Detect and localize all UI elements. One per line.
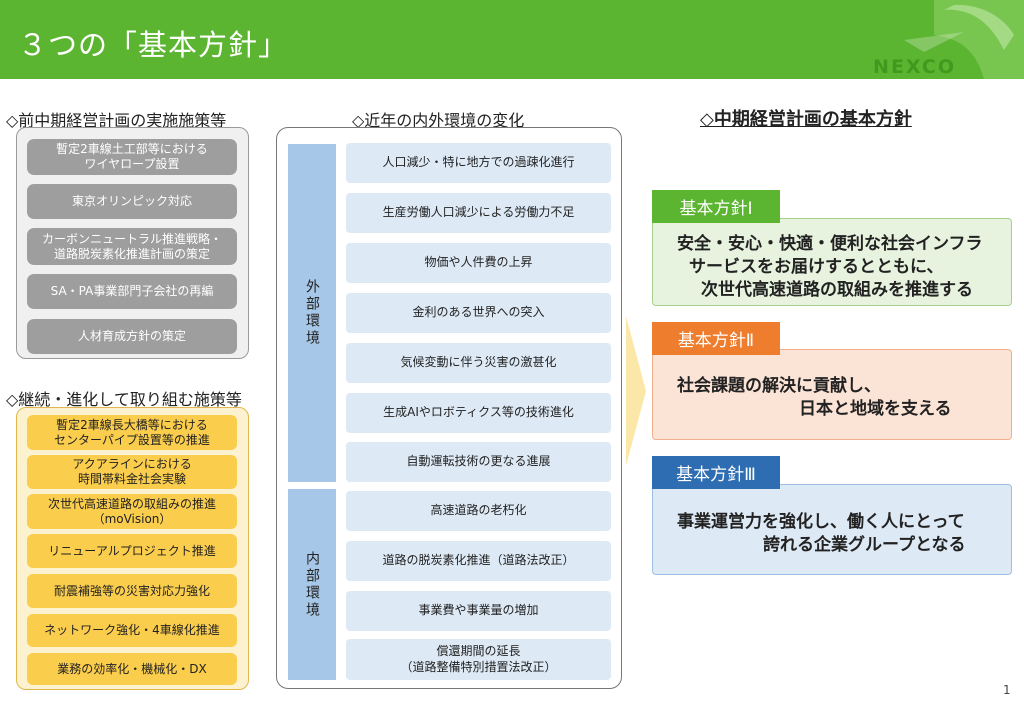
external-environment-bar: 外部環境 xyxy=(288,144,336,482)
policy-1-box: 安全・安心・快適・便利な社会インフラ サービスをお届けするとともに、 次世代高速… xyxy=(652,218,1012,306)
policy-2-box: 社会課題の解決に貢献し、 日本と地域を支える xyxy=(652,349,1012,440)
nexco-logo: NEXCO xyxy=(873,56,956,78)
previous-plan-item: カーボンニュートラル推進戦略・ 道路脱炭素化推進計画の策定 xyxy=(27,228,237,265)
external-environment-label: 外部環境 xyxy=(304,279,320,347)
external-change-item: 自動運転技術の更なる進展 xyxy=(346,442,611,482)
previous-plan-item: SA・PA事業部門子会社の再編 xyxy=(27,274,237,309)
policy-3-box: 事業運営力を強化し、働く人にとって 誇れる企業グループとなる xyxy=(652,484,1012,575)
internal-change-item: 高速道路の老朽化 xyxy=(346,491,611,531)
previous-plan-item: 人材育成方針の策定 xyxy=(27,319,237,354)
policy-3-label: 基本方針Ⅲ xyxy=(652,456,780,489)
header-bar: ３つの「基本方針」 NEXCO xyxy=(0,0,1024,79)
policy-2-text: 社会課題の解決に貢献し、 xyxy=(677,376,881,396)
internal-environment-label: 内部環境 xyxy=(304,550,320,619)
continuing-measure-item: 暫定2車線長大橋等における センターパイプ設置等の推進 xyxy=(27,415,237,450)
continuing-measure-item: 業務の効率化・機械化・DX xyxy=(27,653,237,685)
page-number: 1 xyxy=(1003,683,1011,697)
policy-1-text: サービスをお届けするとともに、 xyxy=(689,257,944,277)
previous-plan-heading: ◇前中期経営計画の実施施策等 xyxy=(6,111,227,130)
continuing-measure-item: リニューアルプロジェクト推進 xyxy=(27,534,237,568)
environment-change-heading: ◇近年の内外環境の変化 xyxy=(352,111,525,130)
policy-3-text: 誇れる企業グループとなる xyxy=(763,535,966,555)
continuing-measure-item: 次世代高速道路の取組みの推進 （moVision） xyxy=(27,494,237,529)
internal-change-item: 道路の脱炭素化推進（道路法改正） xyxy=(346,541,611,581)
continuing-measure-item: ネットワーク強化・4車線化推進 xyxy=(27,614,237,647)
basic-policy-heading: ◇中期経営計画の基本方針 xyxy=(700,109,912,130)
continuing-measures-heading: ◇継続・進化して取り組む施策等 xyxy=(6,390,242,409)
continuing-measure-item: 耐震補強等の災害対応力強化 xyxy=(27,574,237,608)
external-change-item: 人口減少・特に地方での過疎化進行 xyxy=(346,143,611,183)
policy-1-text: 次世代高速道路の取組みを推進する xyxy=(701,280,973,300)
policy-1-text: 安全・安心・快適・便利な社会インフラ xyxy=(677,234,983,254)
continuing-measure-item: アクアラインにおける 時間帯料金社会実験 xyxy=(27,455,237,489)
nexco-logo-mark-icon xyxy=(904,0,1024,79)
internal-change-item: 償還期間の延長 （道路整備特別措置法改正） xyxy=(346,639,611,680)
policy-3-text: 事業運営力を強化し、働く人にとって xyxy=(677,512,965,532)
page-title: ３つの「基本方針」 xyxy=(18,28,289,62)
policy-1-label: 基本方針Ⅰ xyxy=(652,190,780,223)
previous-plan-item: 暫定2車線土工部等における ワイヤロープ設置 xyxy=(27,139,237,175)
external-change-item: 金利のある世界への突入 xyxy=(346,293,611,333)
external-change-item: 生成AIやロボティクス等の技術進化 xyxy=(346,393,611,433)
external-change-item: 気候変動に伴う災害の激甚化 xyxy=(346,343,611,383)
external-change-item: 物価や人件費の上昇 xyxy=(346,243,611,283)
policy-2-text: 日本と地域を支える xyxy=(799,399,952,419)
internal-change-item: 事業費や事業量の増加 xyxy=(346,591,611,631)
policy-2-label: 基本方針Ⅱ xyxy=(652,322,780,355)
external-change-item: 生産労働人口減少による労働力不足 xyxy=(346,193,611,233)
previous-plan-item: 東京オリンピック対応 xyxy=(27,184,237,219)
right-arrow-icon xyxy=(626,316,646,466)
internal-environment-bar: 内部環境 xyxy=(288,489,336,680)
